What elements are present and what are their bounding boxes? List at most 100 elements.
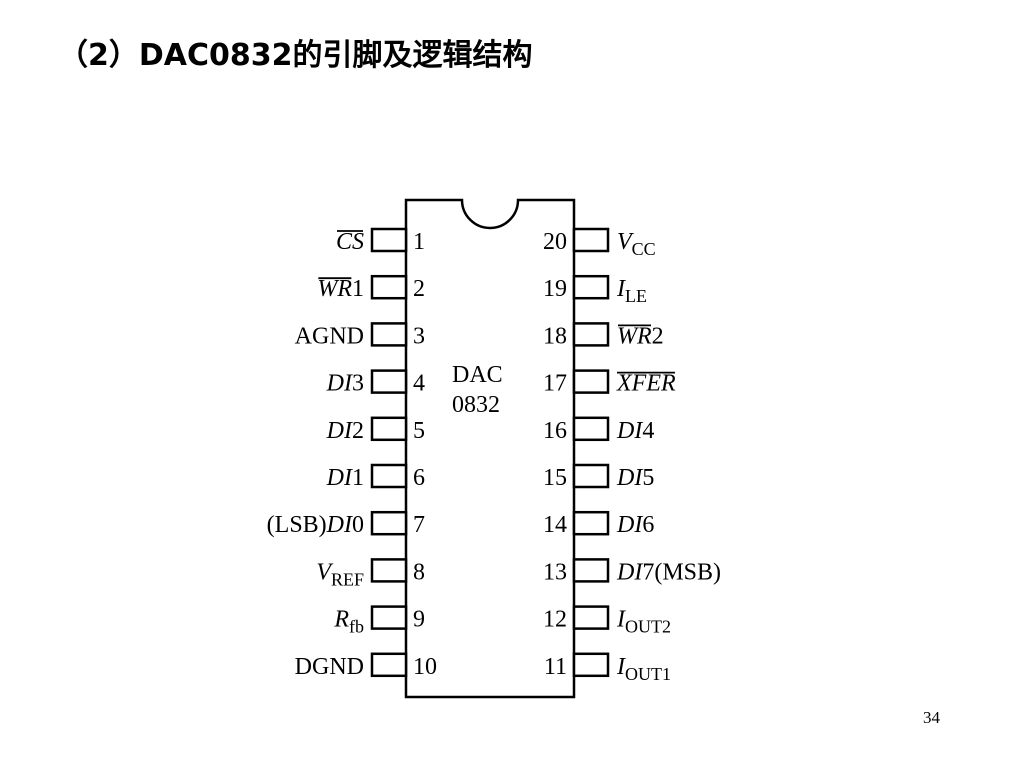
pin-7-lead xyxy=(370,510,408,536)
pin-17-lead xyxy=(572,369,610,394)
pin-12-lead xyxy=(572,605,610,630)
pin-16-label: DI4 xyxy=(616,418,654,444)
pin-13-lead xyxy=(572,558,610,583)
pin-20-label-part: CC xyxy=(632,239,656,259)
pin-7-number: 7 xyxy=(413,512,425,538)
pin-10-label: DGND xyxy=(295,654,364,680)
pin-3-label: AGND xyxy=(295,323,364,349)
pin-11-lead xyxy=(572,652,610,678)
pin-14-number: 14 xyxy=(543,512,567,538)
pin-3-label-part: AGND xyxy=(295,323,364,349)
pin-17-label-part: XFER xyxy=(616,371,676,397)
pin-14-label-part: DI xyxy=(616,512,643,538)
pin-11-label-part: I xyxy=(616,654,626,680)
pin-1-label-part: CS xyxy=(336,229,364,255)
pin-9-lead xyxy=(370,605,408,630)
pin-10-lead xyxy=(370,652,408,678)
pin-16-lead xyxy=(572,416,610,442)
pin-5-label-part: DI xyxy=(326,418,353,444)
pin-6-number: 6 xyxy=(413,465,425,491)
pin-2-label-part: 1 xyxy=(352,276,364,302)
pin-7-label-part: 0 xyxy=(352,512,364,538)
pin-20-number: 20 xyxy=(543,229,567,255)
pin-5-number: 5 xyxy=(413,418,425,444)
pin-6-label-part: DI xyxy=(326,465,353,491)
pin-13-number: 13 xyxy=(543,559,567,585)
pin-19-number: 19 xyxy=(543,276,567,302)
pin-19-lead xyxy=(572,274,610,300)
pin-18-number: 18 xyxy=(543,323,567,349)
pin-3-number: 3 xyxy=(413,323,425,349)
pin-15-label: DI5 xyxy=(616,465,654,491)
pin-17-number: 17 xyxy=(543,371,567,397)
pin-6-label-part: 1 xyxy=(352,465,364,491)
pin-3-lead xyxy=(370,322,408,347)
pin-2-lead xyxy=(370,274,408,300)
pin-9-number: 9 xyxy=(413,607,425,633)
pin-5-lead xyxy=(370,416,408,442)
pin-6-lead xyxy=(370,463,408,489)
pin-16-label-part: DI xyxy=(616,418,643,444)
pin-11-label-part: OUT1 xyxy=(625,664,671,684)
pin-18-label-part: 2 xyxy=(652,323,664,349)
pin-12-label: IOUT2 xyxy=(616,607,671,637)
pin-9-label: Rfb xyxy=(333,607,364,637)
pin-16-label-part: 4 xyxy=(642,418,654,444)
pin-20-lead xyxy=(572,227,610,253)
pin-18-label-part: WR xyxy=(617,323,652,349)
pin-17-label: XFER xyxy=(616,371,676,397)
pin-6-label: DI1 xyxy=(326,465,364,491)
pin-16-number: 16 xyxy=(543,418,567,444)
pin-12-label-part: I xyxy=(616,607,626,633)
pin-11-number: 11 xyxy=(544,654,567,680)
chip-body xyxy=(404,198,576,699)
pin-8-lead xyxy=(370,558,408,583)
pin-4-label-part: DI xyxy=(326,371,353,397)
pin-4-label-part: 3 xyxy=(352,371,364,397)
pin-19-label: ILE xyxy=(616,276,647,306)
pin-13-label-part: DI xyxy=(616,559,643,585)
pin-9-label-part: fb xyxy=(349,617,364,637)
pin-14-label-part: 6 xyxy=(642,512,654,538)
pin-10-label-part: DGND xyxy=(295,654,364,680)
pin-13-label-part: (MSB) xyxy=(654,559,721,585)
slide-title: （2）DAC0832的引脚及逻辑结构 xyxy=(58,38,533,73)
pin-5-label: DI2 xyxy=(326,418,364,444)
pin-20-label-part: V xyxy=(617,229,634,255)
pin-8-label-part: REF xyxy=(331,569,364,589)
pin-2-label-part: WR xyxy=(317,276,352,302)
pin-4-lead xyxy=(370,369,408,394)
pin-15-label-part: DI xyxy=(616,465,643,491)
pin-4-label: DI3 xyxy=(326,371,364,397)
pin-14-lead xyxy=(572,510,610,536)
pin-7-label-part: DI xyxy=(326,512,353,538)
pin-12-label-part: OUT2 xyxy=(625,617,671,637)
pin-1-lead xyxy=(370,227,408,253)
pin-2-label: WR1 xyxy=(317,276,364,302)
chip-name-line1: DAC xyxy=(452,362,503,388)
pin-18-lead xyxy=(572,322,610,347)
page-number: 34 xyxy=(923,708,940,727)
pin-15-number: 15 xyxy=(543,465,567,491)
pin-2-number: 2 xyxy=(413,276,425,302)
pin-5-label-part: 2 xyxy=(352,418,364,444)
pin-12-number: 12 xyxy=(543,607,567,633)
pin-8-label-part: V xyxy=(316,559,333,585)
pin-13-label: DI7(MSB) xyxy=(616,559,721,585)
pin-19-label-part: I xyxy=(616,276,626,302)
pin-15-lead xyxy=(572,463,610,489)
pin-14-label: DI6 xyxy=(616,512,654,538)
pin-13-label-part: 7 xyxy=(642,559,654,585)
pin-19-label-part: LE xyxy=(625,286,647,306)
pin-1-number: 1 xyxy=(413,229,425,255)
chip-name-line2: 0832 xyxy=(452,392,500,418)
pin-9-label-part: R xyxy=(333,607,349,633)
pin-20-label: VCC xyxy=(617,229,656,259)
pin-10-number: 10 xyxy=(413,654,437,680)
pin-15-label-part: 5 xyxy=(642,465,654,491)
pins-layer: 1CS2WR13AGND4DI35DI26DI17(LSB)DI08VREF9R… xyxy=(267,227,721,684)
pin-8-label: VREF xyxy=(316,559,364,589)
pin-11-label: IOUT1 xyxy=(616,654,671,684)
pin-1-label: CS xyxy=(336,229,364,255)
